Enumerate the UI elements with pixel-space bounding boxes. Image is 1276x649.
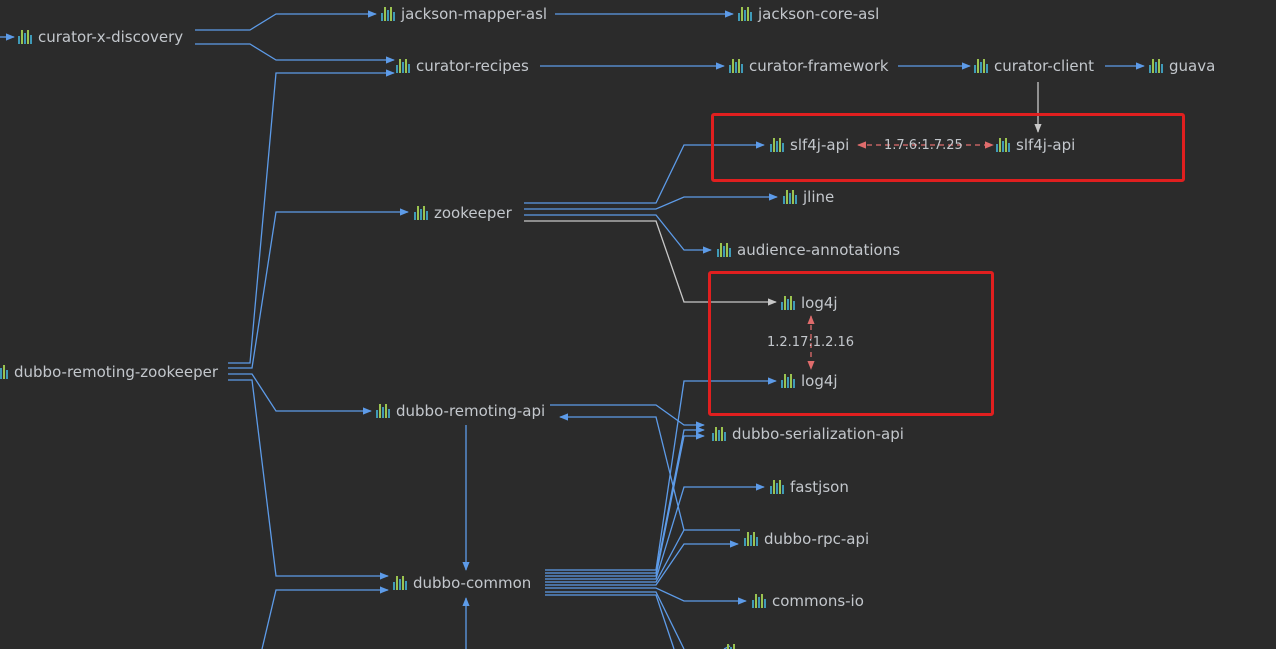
edge [545,587,747,605]
maven-library-icon [770,138,784,152]
edge [195,10,377,31]
maven-library-icon [0,365,8,379]
node-label: jackson-mapper-asl [401,5,548,23]
edge [545,432,705,577]
highlight-box-slf4j [711,113,1185,182]
node-dubbo-serialization-api[interactable]: dubbo-serialization-api [712,424,904,444]
maven-library-icon [18,30,32,44]
node-label: slf4j-api [790,136,850,154]
node-slf4j-api-1[interactable]: slf4j-api [770,135,849,155]
node-label: curator-client [994,57,1094,75]
edge [559,413,685,531]
edge [195,43,395,64]
node-curator-client[interactable]: curator-client [974,56,1094,76]
maven-library-icon [376,404,390,418]
node-jline[interactable]: jline [783,187,834,207]
node-partially-visible[interactable] [724,641,738,649]
node-label: dubbo-rpc-api [764,530,870,548]
edge [228,208,409,369]
edge [545,529,740,583]
node-label: dubbo-remoting-api [396,402,546,420]
edge [545,377,777,571]
maven-library-icon [712,427,726,441]
node-zookeeper[interactable]: zookeeper [414,203,512,223]
maven-library-icon [974,59,988,73]
node-label: zookeeper [434,204,512,222]
maven-library-icon [393,576,407,590]
node-audience-annotations[interactable]: audience-annotations [717,240,900,260]
node-label: fastjson [790,478,849,496]
node-curator-recipes[interactable]: curator-recipes [396,56,529,76]
node-label: log4j [801,294,838,312]
highlight-box-log4j [708,271,994,416]
edge [228,373,372,415]
node-curator-x-discovery[interactable]: curator-x-discovery [18,27,183,47]
edge [228,379,389,580]
node-commons-io[interactable]: commons-io [752,591,864,611]
node-log4j-2[interactable]: log4j [781,371,838,391]
edge [228,69,395,364]
node-label: slf4j-api [1016,136,1076,154]
node-guava[interactable]: guava [1149,56,1215,76]
edge [545,594,675,649]
node-label: log4j [801,372,838,390]
conflict-label-slf4j: 1.7.6:1.7.25 [884,138,963,153]
node-dubbo-rpc-api[interactable]: dubbo-rpc-api [744,529,869,549]
node-label: jline [803,188,835,206]
node-label: dubbo-common [413,574,532,592]
maven-library-icon [414,206,428,220]
conflict-label-log4j: 1.2.17:1.2.16 [767,335,855,350]
maven-library-icon [738,7,752,21]
node-label: commons-io [772,592,864,610]
node-fastjson[interactable]: fastjson [770,477,849,497]
maven-library-icon [717,243,731,257]
maven-library-icon [783,190,797,204]
edge [550,404,705,429]
maven-library-icon [1149,59,1163,73]
edge-selected [524,220,777,306]
node-label: curator-framework [749,57,889,75]
maven-library-icon [396,59,410,73]
maven-library-icon [729,59,743,73]
node-curator-framework[interactable]: curator-framework [729,56,889,76]
node-label: curator-recipes [416,57,529,75]
maven-library-icon [781,374,795,388]
edge [524,193,778,210]
maven-library-icon [781,296,795,310]
node-label: curator-x-discovery [38,28,184,46]
maven-library-icon [770,480,784,494]
node-slf4j-api-2[interactable]: slf4j-api [996,135,1075,155]
edge [524,214,712,254]
edge [261,586,389,649]
maven-library-icon [996,138,1010,152]
node-jackson-mapper-asl[interactable]: jackson-mapper-asl [381,4,547,24]
node-label: guava [1169,57,1216,75]
maven-library-icon [381,7,395,21]
node-dubbo-remoting-zookeeper[interactable]: dubbo-remoting-zookeeper [0,362,218,382]
edge [545,540,739,586]
node-label: dubbo-remoting-zookeeper [14,363,219,381]
edge [545,483,765,580]
node-dubbo-remoting-api[interactable]: dubbo-remoting-api [376,401,545,421]
edge [524,141,765,204]
maven-library-icon [752,594,766,608]
node-jackson-core-asl[interactable]: jackson-core-asl [738,4,879,24]
node-label: audience-annotations [737,241,901,259]
maven-library-icon [724,644,738,649]
node-label: jackson-core-asl [758,5,880,23]
node-log4j-1[interactable]: log4j [781,293,838,313]
node-dubbo-common[interactable]: dubbo-common [393,573,531,593]
edge [545,591,685,649]
node-label: dubbo-serialization-api [732,425,904,443]
maven-library-icon [744,532,758,546]
edge [545,426,705,574]
